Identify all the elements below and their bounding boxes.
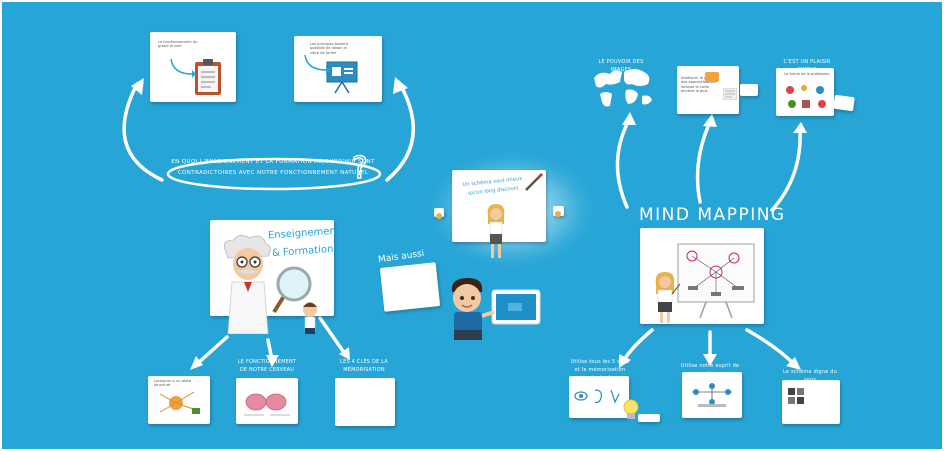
icons-grid-icon (786, 85, 826, 108)
schema-quote-text: Un schéma vaut mieux qu'un long discours (462, 175, 523, 197)
mini-card-plaisir[interactable] (833, 94, 855, 112)
arrow-right-up (385, 82, 415, 182)
mini-figure-icon (555, 211, 561, 217)
mini-card-left[interactable] (434, 208, 444, 219)
card-mind-mapping-board[interactable] (640, 228, 764, 324)
synthesis-diagram-icon (692, 383, 732, 407)
card-presentation[interactable]: Les principes bsulent possible de raison… (294, 36, 382, 102)
boy-with-tablet-icon (451, 278, 541, 340)
card-brain-neurons-text: Lorsqu'on a un texte structuré (154, 379, 191, 388)
mini-card-right[interactable] (553, 206, 564, 217)
brain-icon (244, 393, 290, 416)
mm-top-caption-1: LE POUVOIR DES IMAGES (598, 59, 644, 73)
highlight-word-icon (705, 72, 719, 82)
card-apprentissage-text: Améliorer le gdt à des apprentissages lo… (681, 76, 716, 94)
bl-caption-2: LE FONCTIONNEMENT DE NOTRE CERVEAU (237, 359, 297, 373)
puzzle-icon (788, 388, 804, 404)
curved-arrow-icon (170, 58, 196, 78)
arrow-mm-bot-1 (622, 328, 654, 362)
clipboard-icon (195, 59, 221, 95)
bl-caption-3: LES 4 CLÉS DE LA MÉMORISATION (340, 359, 388, 373)
card-schema-sens[interactable] (782, 380, 840, 424)
card-clipboard-text: Le fonctionnement du grand la voie (158, 40, 198, 49)
card-schema-quote[interactable]: Un schéma vaut mieux qu'un long discours (452, 170, 546, 258)
arrow-mm-top-3 (770, 128, 802, 212)
mini-figure-icon (436, 213, 442, 219)
card-plaisir-simple-text: La forme de la profession (784, 72, 830, 76)
card-esprit-synthese[interactable] (682, 372, 742, 418)
mind-mapping-title: MIND MAPPING (639, 205, 786, 225)
arrow-bl-3 (318, 316, 347, 356)
pen-icon (525, 173, 543, 191)
arrow-mm-top-2 (695, 120, 712, 204)
question-oval (166, 157, 382, 191)
arrow-mm-bot-3 (745, 328, 796, 366)
neuron-icon (159, 391, 200, 414)
card-pouvoir-images (592, 64, 654, 112)
world-map-icon (594, 69, 652, 107)
card-mais-aussi[interactable] (379, 262, 441, 312)
card-enseignement-formation[interactable]: Enseignement & Formation (210, 220, 340, 334)
card-presentation-text: Les principes bsulent possible de raison… (310, 42, 349, 55)
teacher-woman-icon (655, 272, 680, 323)
senses-icon (574, 389, 620, 404)
card-plaisir-simple[interactable]: La forme de la profession (776, 68, 834, 116)
arrow-mm-top-1 (615, 118, 631, 209)
question-text: EN QUOI L'ENSEIGNEMENT ET LA FORMATION A… (171, 159, 375, 176)
card-brain-neurons[interactable]: Lorsqu'on a un texte structuré (148, 376, 210, 424)
card-apprentissage[interactable]: Améliorer le gdt à des apprentissages lo… (677, 66, 739, 114)
whiteboard-icon (677, 243, 755, 319)
professor-character-icon (223, 235, 317, 334)
arrow-bl-1 (195, 335, 229, 366)
presentation-board-icon (326, 61, 358, 94)
card-memorisation[interactable] (335, 378, 395, 426)
mini-card-gdt[interactable] (740, 84, 758, 96)
mini-card-bulb-note[interactable] (638, 414, 660, 422)
arrow-left-up (122, 82, 164, 182)
lightbulb-icon (623, 399, 639, 419)
notes-icon (723, 88, 737, 100)
card-brain-cortex[interactable] (236, 378, 298, 424)
question-mark-icon: ? (352, 151, 368, 186)
curved-arrow-icon (304, 54, 330, 74)
card-cinq-sens[interactable] (569, 376, 629, 418)
card-clipboard[interactable]: Le fonctionnement du grand la voie (150, 32, 236, 102)
woman-character-icon (487, 204, 505, 258)
